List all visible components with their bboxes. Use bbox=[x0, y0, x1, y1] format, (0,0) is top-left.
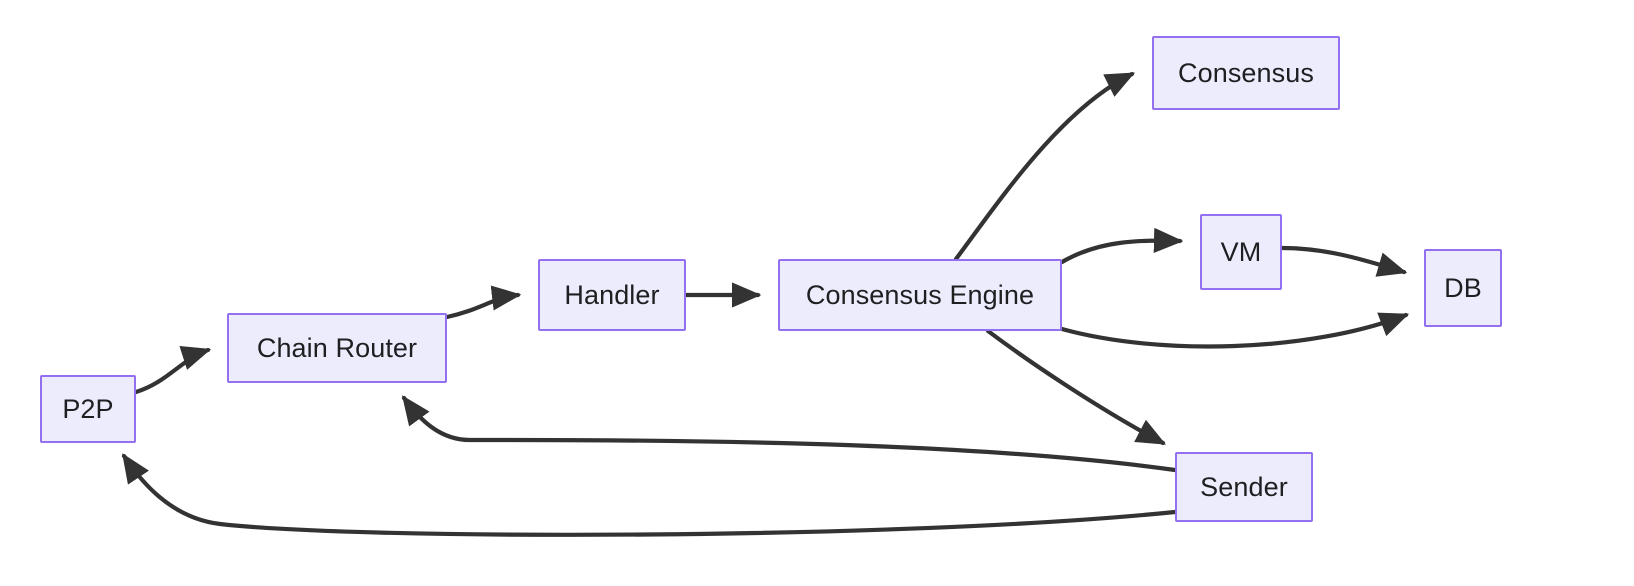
edge-sender-to-p2p bbox=[121, 453, 1178, 537]
node-p2p[interactable]: P2P bbox=[40, 375, 136, 443]
edge-sender-to-chain-router bbox=[401, 395, 1178, 473]
node-consensus-label: Consensus bbox=[1178, 57, 1314, 88]
edge-consensus-engine-to-sender bbox=[985, 328, 1166, 446]
edge-consensus-engine-to-db bbox=[1059, 312, 1410, 349]
node-vm[interactable]: VM bbox=[1200, 214, 1282, 290]
node-p2p-label: P2P bbox=[62, 393, 114, 424]
edge-chain-router-to-handler bbox=[444, 285, 522, 320]
edge-vm-to-db bbox=[1279, 245, 1408, 277]
node-sender[interactable]: Sender bbox=[1175, 452, 1313, 522]
edge-p2p-to-chain-router bbox=[133, 345, 212, 395]
node-consensus[interactable]: Consensus bbox=[1152, 36, 1340, 110]
node-vm-label: VM bbox=[1220, 236, 1262, 267]
node-handler[interactable]: Handler bbox=[538, 259, 686, 331]
node-db[interactable]: DB bbox=[1424, 249, 1502, 327]
node-consensus-engine-label: Consensus Engine bbox=[805, 279, 1035, 310]
node-handler-label: Handler bbox=[564, 279, 660, 310]
node-chain-router[interactable]: Chain Router bbox=[227, 313, 447, 383]
node-consensus-engine[interactable]: Consensus Engine bbox=[778, 259, 1062, 331]
edge-consensus-engine-to-vm bbox=[1059, 227, 1184, 265]
node-chain-router-label: Chain Router bbox=[256, 332, 418, 363]
node-sender-label: Sender bbox=[1200, 471, 1288, 502]
node-db-label: DB bbox=[1444, 272, 1482, 303]
edge-consensus-engine-to-consensus bbox=[953, 71, 1136, 262]
